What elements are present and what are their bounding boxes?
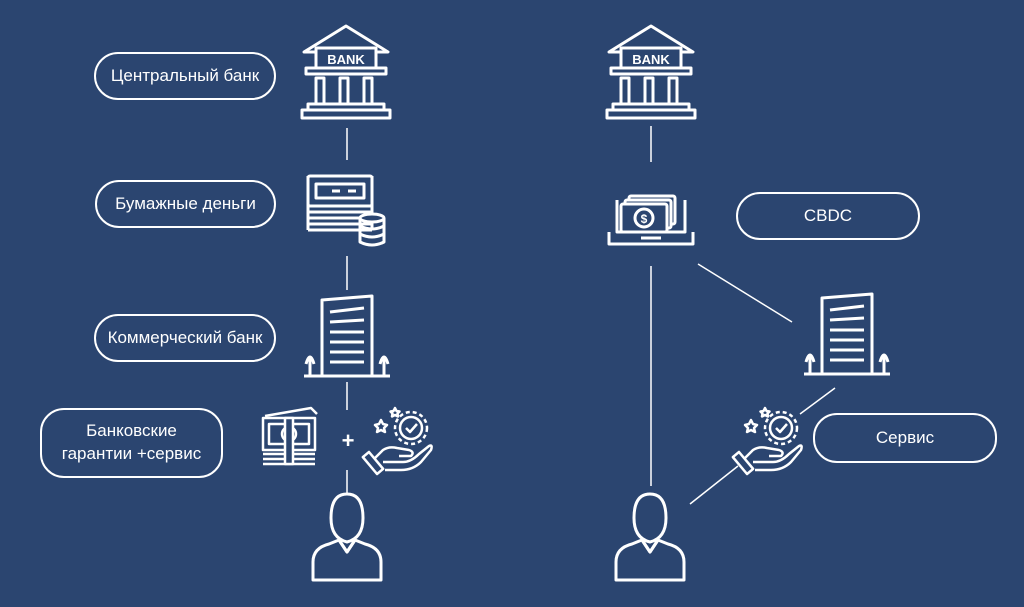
cbdc-label: CBDC bbox=[736, 192, 920, 240]
guarantees-label-line1: Банковские bbox=[86, 421, 177, 441]
guarantees-label-line2: гарантии +сервис bbox=[61, 444, 202, 463]
bank-sign-text: BANK bbox=[632, 52, 670, 67]
right-line-service-person bbox=[689, 465, 739, 505]
commercial-bank-building-icon-right bbox=[802, 292, 892, 376]
right-line-laptop-commercial bbox=[697, 263, 793, 323]
paper-money-label: Бумажные деньги bbox=[95, 180, 276, 228]
service-label: Сервис bbox=[813, 413, 997, 463]
dollar-sign: $ bbox=[641, 212, 648, 226]
person-icon-right bbox=[614, 492, 686, 582]
central-bank-icon-left: BANK bbox=[300, 24, 392, 120]
cbdc-label-text: CBDC bbox=[803, 205, 853, 225]
connector-lines bbox=[346, 126, 836, 505]
guarantees-label: Банковские гарантии +сервис bbox=[40, 408, 223, 478]
right-line-commercial-service bbox=[799, 387, 836, 415]
service-hand-icon-right bbox=[731, 406, 803, 476]
plus-sign: + bbox=[341, 428, 355, 453]
person-icon-left bbox=[311, 492, 383, 582]
bank-sign-text: BANK bbox=[327, 52, 365, 67]
service-label-text: Сервис bbox=[875, 427, 935, 447]
commercial-bank-label: Коммерческий банк bbox=[94, 314, 276, 362]
central-bank-icon-right: BANK bbox=[605, 24, 697, 120]
central-bank-label-text: Центральный банк bbox=[110, 65, 260, 85]
commercial-bank-building-icon-left bbox=[302, 294, 392, 378]
service-hand-icon-left bbox=[361, 406, 433, 476]
paper-money-label-text: Бумажные деньги bbox=[115, 193, 256, 213]
central-bank-label: Центральный банк bbox=[94, 52, 276, 100]
paper-money-icon bbox=[306, 174, 386, 247]
laptop-money-icon: $ bbox=[607, 194, 695, 246]
cash-stack-icon bbox=[261, 406, 319, 466]
commercial-bank-label-text: Коммерческий банк bbox=[107, 327, 263, 347]
